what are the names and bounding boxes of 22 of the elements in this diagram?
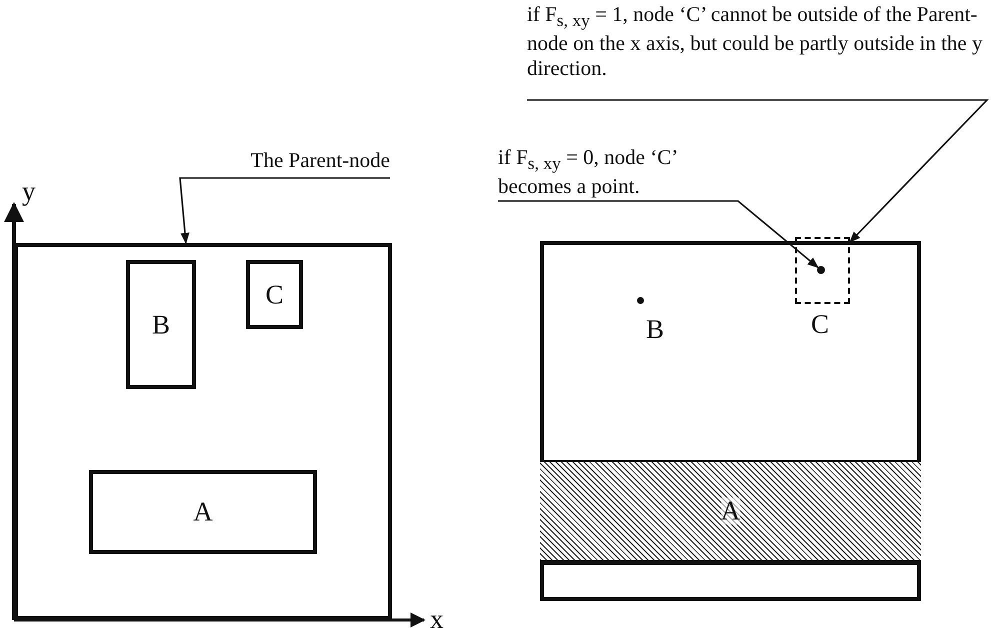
node-label: A: [720, 498, 740, 524]
hatched-band: [540, 460, 921, 565]
node-label: A: [193, 498, 213, 526]
node-label: C: [266, 281, 284, 308]
dashed-box: [795, 237, 850, 304]
leader-line: [498, 200, 819, 268]
callout-label: The Parent-node: [250, 148, 390, 174]
node-box: [246, 260, 303, 329]
point-marker: [637, 297, 644, 304]
axis-label: x: [430, 606, 444, 633]
leader-line: [179, 177, 390, 244]
axis-label: y: [22, 178, 36, 205]
node-label: C: [811, 311, 830, 338]
node-box: [126, 260, 196, 389]
node-label: B: [152, 311, 170, 338]
callout-label: if F$_{s, xy}$ = 0, node ‘C’ becomes a point.: [498, 145, 678, 200]
node-label: B: [646, 316, 664, 343]
leader-line: [527, 99, 989, 243]
callout-label: if F$_{s, xy}$ = 1, node ‘C’ cannot be outside of the Parent-node on the x axis, but could be partly outside in the y direction.: [527, 2, 984, 82]
parent-node-box: [14, 243, 392, 620]
point-marker: [817, 266, 825, 274]
node-box: [89, 470, 317, 554]
